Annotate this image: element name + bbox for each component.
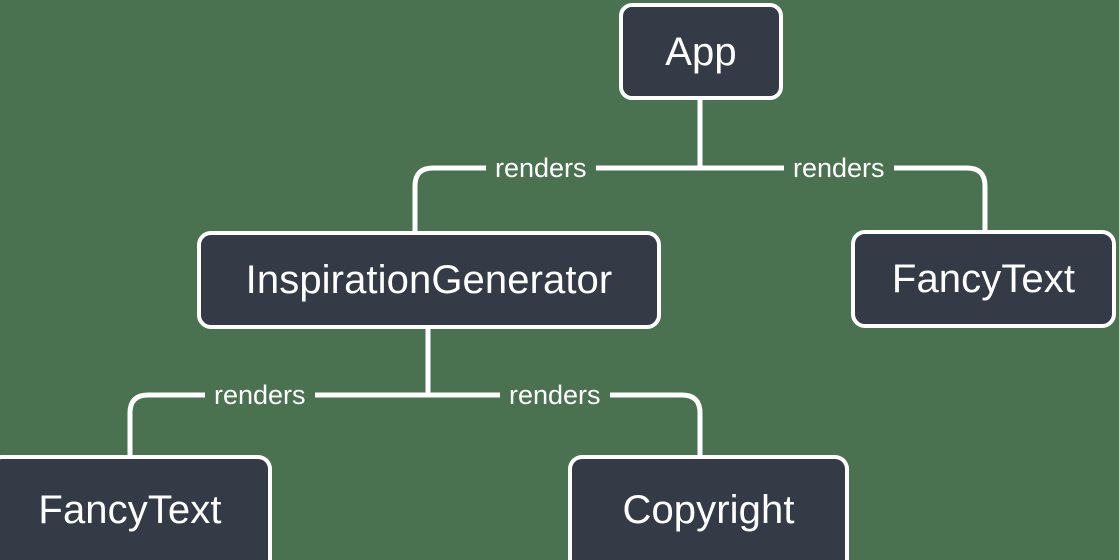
edge-label-inspiration-generator-to-copyright: renders: [500, 382, 610, 409]
edge-label-app-to-inspiration-generator: renders: [486, 155, 596, 182]
node-inspiration-generator[interactable]: InspirationGenerator: [197, 231, 661, 329]
node-fancytext-right[interactable]: FancyText: [851, 230, 1116, 328]
edge-label-app-to-fancytext-right: renders: [784, 155, 894, 182]
node-app-label: App: [665, 29, 737, 74]
node-fancytext-left[interactable]: FancyText: [0, 455, 272, 560]
node-app[interactable]: App: [619, 3, 783, 100]
edge-label-inspiration-generator-to-fancytext-left: renders: [205, 382, 315, 409]
node-copyright-label: Copyright: [622, 487, 795, 532]
edge-app-to-fancytext-right: [700, 165, 988, 231]
edge-inspiration-generator-to-fancytext-left: [127, 392, 428, 456]
node-fancytext-right-label: FancyText: [891, 257, 1076, 301]
node-inspiration-generator-label: InspirationGenerator: [245, 258, 613, 302]
edge-app-to-inspiration-generator: [412, 165, 700, 232]
node-fancytext-left-label: FancyText: [38, 487, 222, 532]
node-copyright[interactable]: Copyright: [568, 455, 849, 560]
edge-inspiration-generator-to-copyright: [428, 392, 703, 456]
